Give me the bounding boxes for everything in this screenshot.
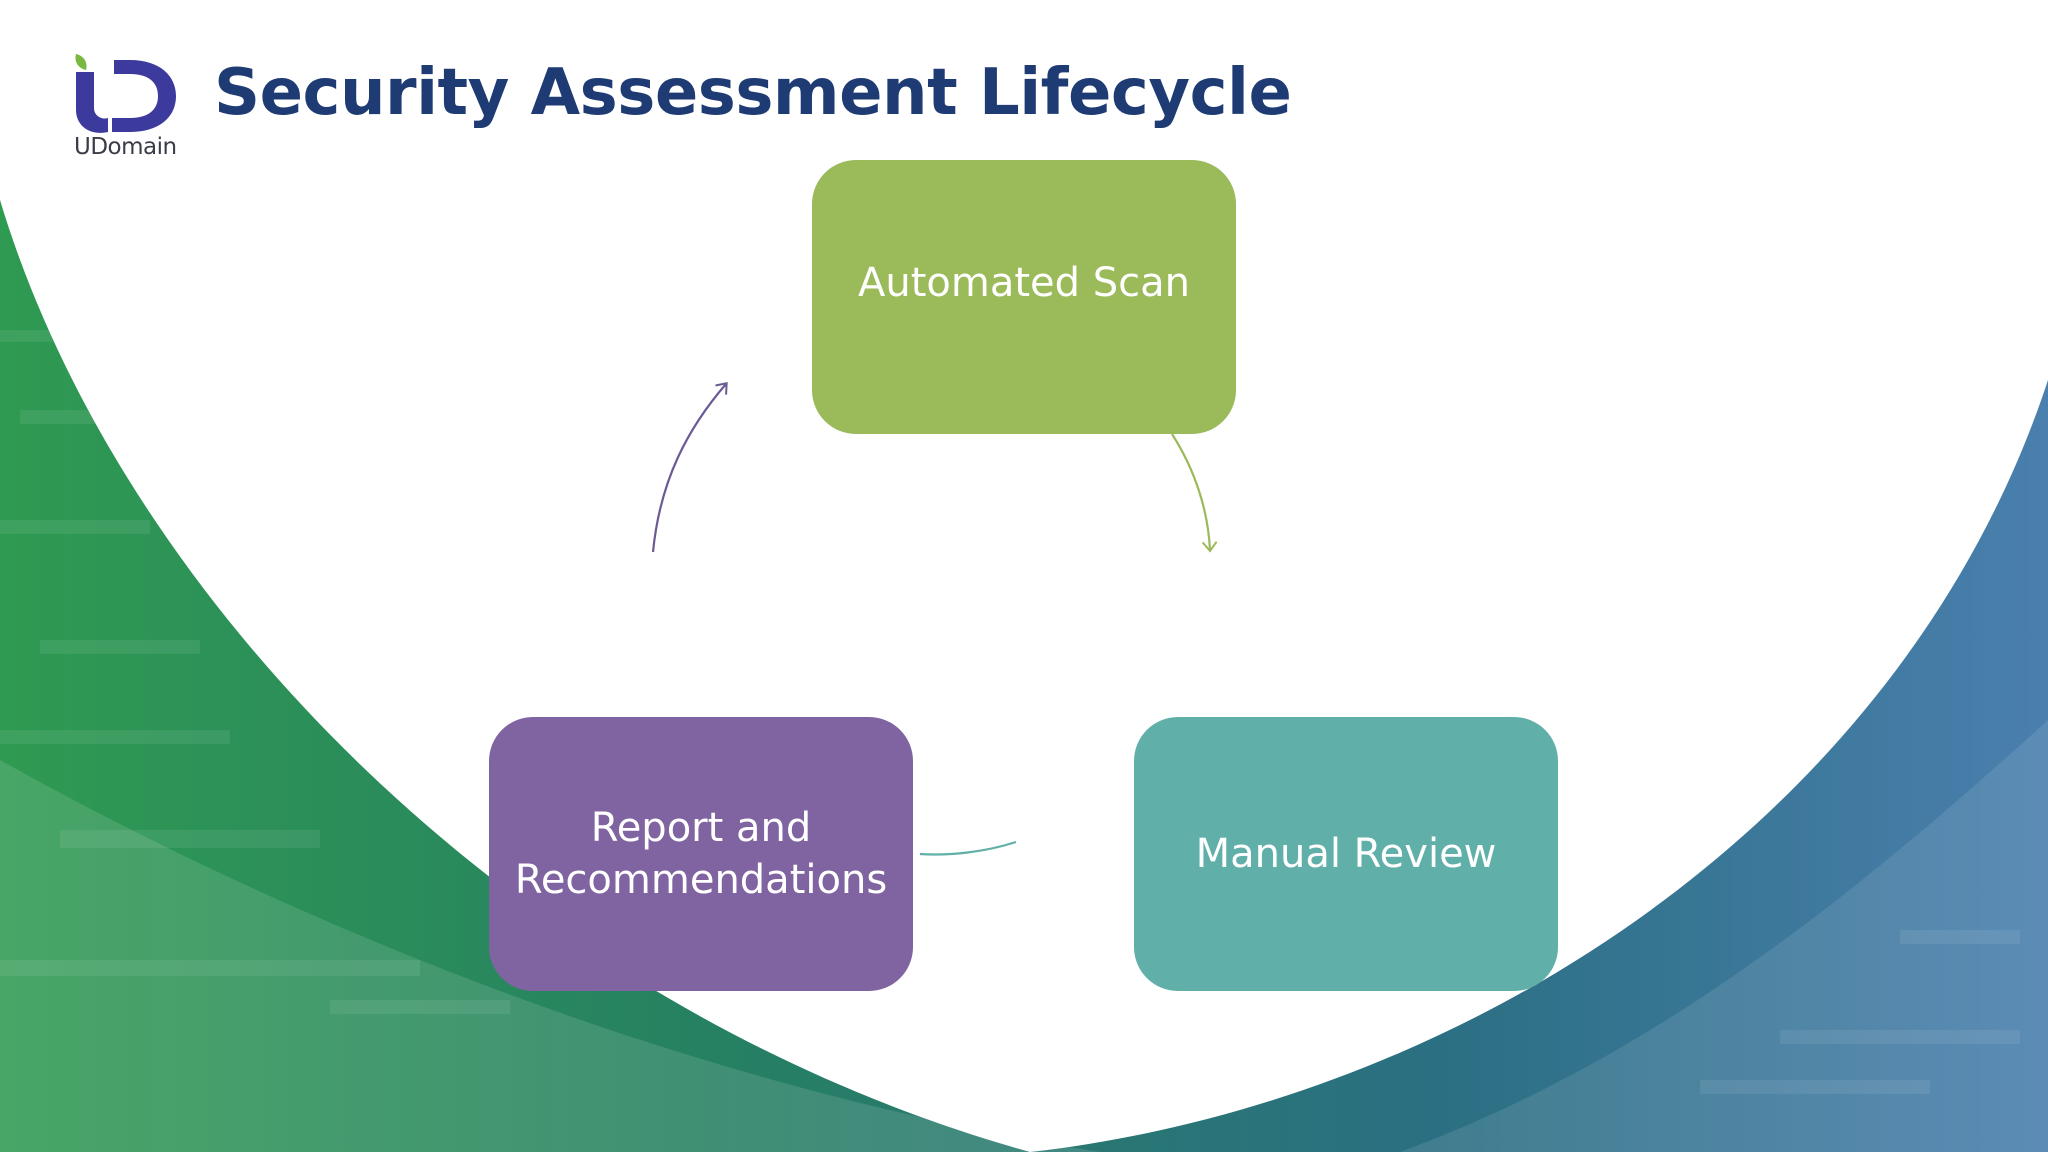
udomain-logo-icon bbox=[75, 54, 176, 133]
slide-title: Security Assessment Lifecycle bbox=[214, 56, 1292, 130]
node-manual-review: Manual Review bbox=[1134, 717, 1558, 991]
node-label: Report and Recommendations bbox=[514, 805, 888, 903]
node-label: Manual Review bbox=[1195, 831, 1497, 877]
logo-wordmark: UDomain bbox=[74, 134, 177, 160]
udomain-logo: UDomain bbox=[68, 48, 188, 166]
node-automated-scan: Automated Scan bbox=[812, 160, 1236, 434]
node-label: Automated Scan bbox=[858, 260, 1190, 306]
node-report-and-recommendations: Report and Recommendations bbox=[489, 717, 913, 991]
